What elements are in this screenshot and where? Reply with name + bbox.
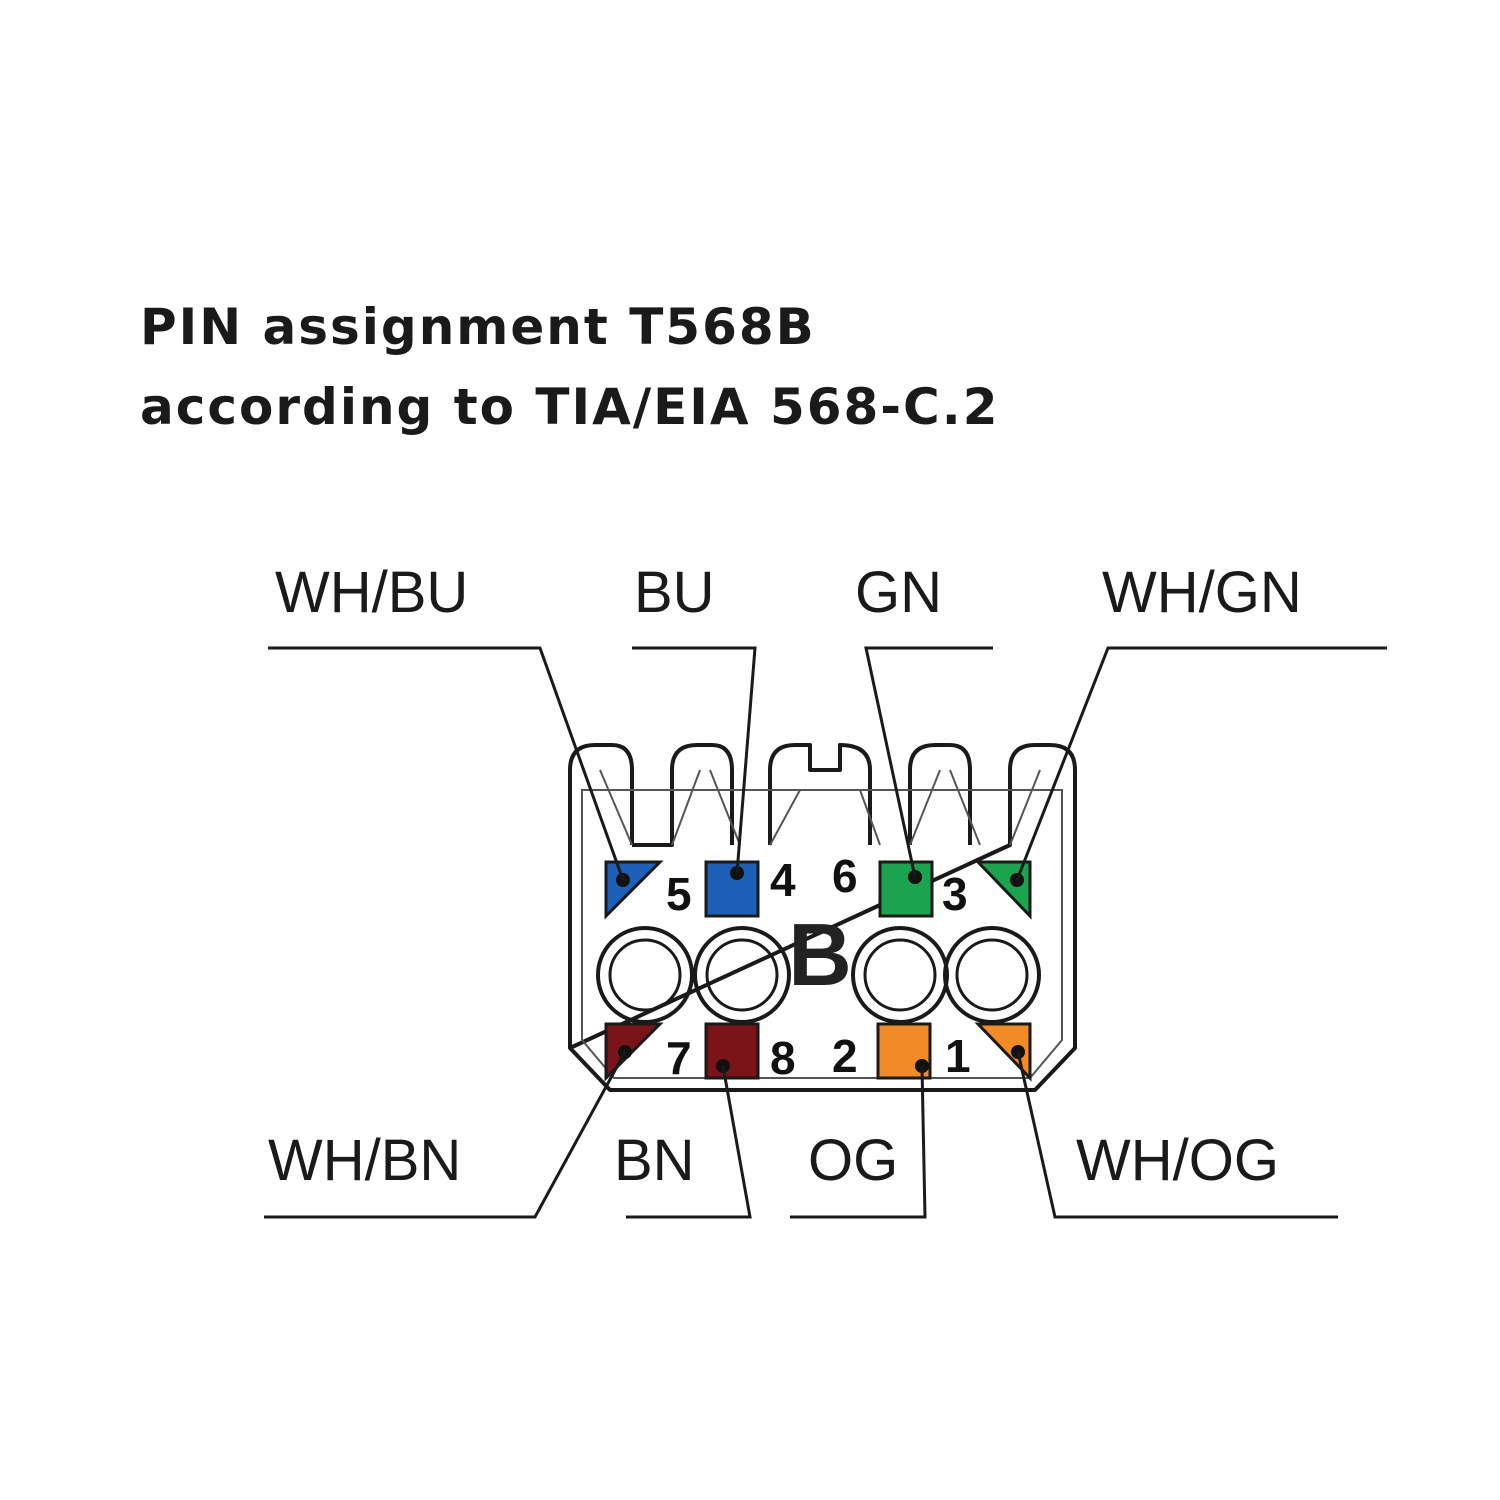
contact-gn (878, 860, 934, 918)
wire-hole-4-inner (955, 938, 1029, 1012)
contact-wh-bu (604, 860, 664, 920)
title-line-1: PIN assignment T568B (140, 298, 816, 356)
label-og: OG (808, 1128, 898, 1193)
leader-wh-bu (268, 646, 625, 881)
label-wh-gn: WH/GN (1102, 560, 1302, 625)
wire-hole-1 (596, 926, 694, 1024)
leader-bn (626, 1065, 752, 1219)
label-gn: GN (855, 560, 942, 625)
leader-wh-gn (1015, 646, 1387, 881)
wire-hole-3 (851, 926, 949, 1024)
contact-bn (704, 1022, 760, 1080)
pin-number-gn: 6 (832, 850, 858, 902)
pin-number-wh-bu: 5 (666, 868, 692, 920)
label-wh-bu: WH/BU (275, 560, 468, 625)
leader-bu (632, 646, 757, 874)
wire-holes (596, 926, 1041, 1024)
leader-gn (864, 646, 993, 878)
pin-number-og: 2 (832, 1030, 858, 1082)
contact-wh-og (974, 1022, 1032, 1082)
pin-number-bn: 8 (770, 1032, 796, 1084)
wire-hole-2 (693, 926, 791, 1024)
leader-wh-bn (264, 1051, 627, 1219)
connector-body (568, 743, 1077, 1092)
label-wh-og: WH/OG (1076, 1128, 1279, 1193)
leader-wh-og (1016, 1051, 1338, 1219)
wire-hole-3-inner (863, 938, 937, 1012)
label-bn: BN (614, 1128, 695, 1193)
variant-letter: B (788, 905, 852, 1004)
wire-hole-4 (943, 926, 1041, 1024)
leader-og (790, 1065, 927, 1219)
wire-labels: WH/BU BU GN WH/GN WH/BN BN OG WH/OG (268, 560, 1302, 1193)
label-bu: BU (634, 560, 715, 625)
label-wh-bn: WH/BN (268, 1128, 461, 1193)
pin-number-wh-og: 1 (945, 1030, 971, 1082)
pin-number-bu: 4 (770, 854, 796, 906)
wire-hole-1-inner (608, 938, 682, 1012)
connector-inner-outline (581, 789, 1063, 1079)
connector-slot-lines (599, 769, 1041, 846)
wire-hole-2-inner (705, 938, 779, 1012)
connector-outer-outline (568, 743, 1077, 1092)
pin-number-wh-gn: 3 (942, 868, 968, 920)
leader-lines (264, 646, 1387, 1219)
title-line-2: according to TIA/EIA 568-C.2 (140, 378, 1000, 436)
pin-numbers: 5 4 6 3 7 8 2 1 (666, 850, 971, 1084)
pin-number-wh-bn: 7 (666, 1032, 692, 1084)
